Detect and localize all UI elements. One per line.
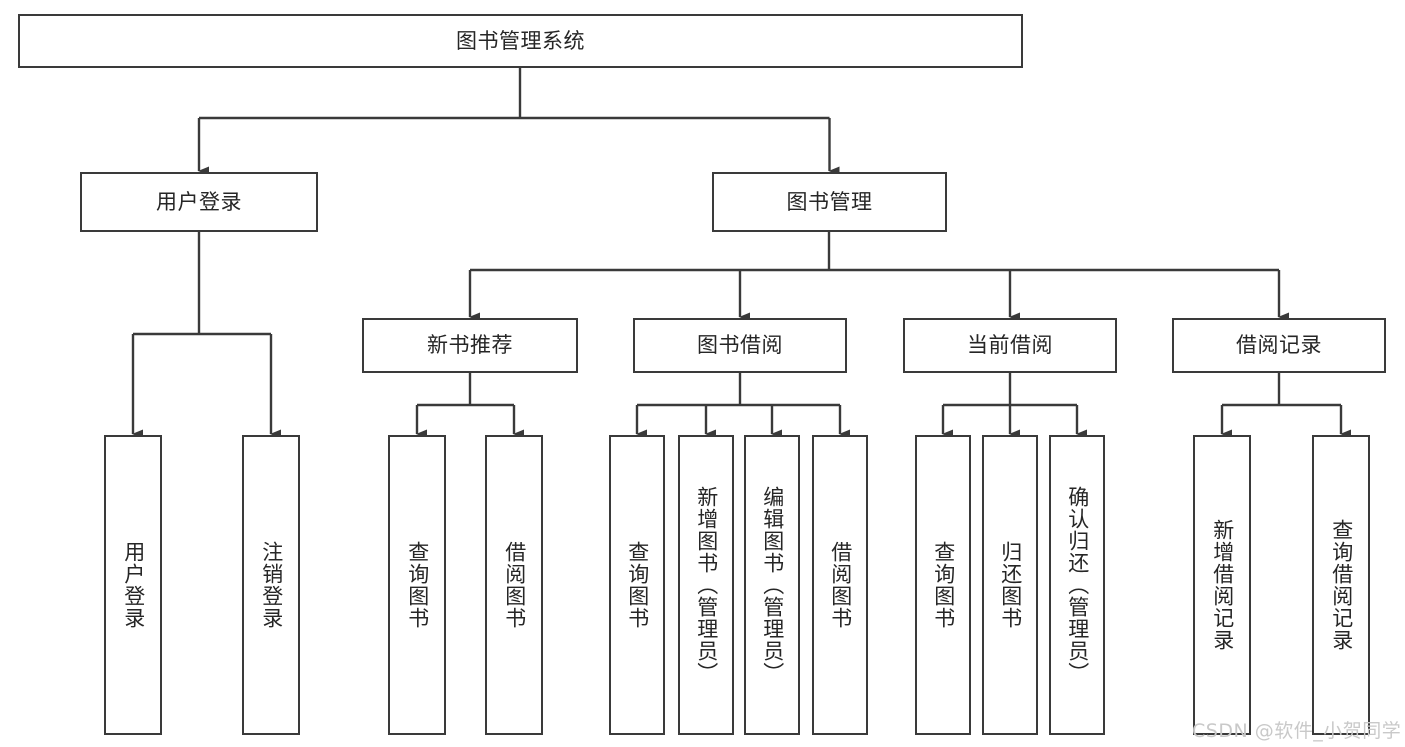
node-borrow-record[interactable]: 借阅记录 [1172,318,1386,373]
node-leaf-add-record[interactable]: 新增借阅记录 [1193,435,1251,735]
node-leaf-return-book[interactable]: 归还图书 [982,435,1038,735]
node-label: 当前借阅 [967,333,1053,358]
node-leaf-edit-book[interactable]: 编辑图书（管理员） [744,435,800,735]
node-leaf-user-logout[interactable]: 注销登录 [242,435,300,735]
node-label: 新书推荐 [427,333,513,358]
node-book-borrow[interactable]: 图书借阅 [633,318,847,373]
node-leaf-add-book[interactable]: 新增图书（管理员） [678,435,734,735]
node-leaf-query-book-current[interactable]: 查询图书 [915,435,971,735]
node-leaf-query-book-rec[interactable]: 查询图书 [388,435,446,735]
node-label: 图书管理 [786,189,873,214]
node-root[interactable]: 图书管理系统 [18,14,1023,68]
node-label: 图书管理系统 [456,28,585,53]
node-label: 图书借阅 [697,333,783,358]
node-label: 查询图书 [625,541,650,629]
node-label: 借阅图书 [502,541,527,629]
connector-lines [131,68,1351,439]
node-current-borrow[interactable]: 当前借阅 [903,318,1117,373]
node-leaf-user-login[interactable]: 用户登录 [104,435,162,735]
node-label: 注销登录 [259,541,284,629]
node-leaf-borrow-book-rec[interactable]: 借阅图书 [485,435,543,735]
node-user-login[interactable]: 用户登录 [80,172,318,232]
node-leaf-borrow-book[interactable]: 借阅图书 [812,435,868,735]
node-label: 新增借阅记录 [1210,519,1235,651]
node-label: 确认归还（管理员） [1065,486,1090,684]
node-label: 查询借阅记录 [1329,519,1354,651]
node-label: 借阅记录 [1236,333,1322,358]
node-label: 用户登录 [121,541,146,629]
node-label: 新增图书（管理员） [694,486,719,684]
node-label: 编辑图书（管理员） [760,486,785,684]
node-label: 用户登录 [156,189,242,214]
node-book-manage[interactable]: 图书管理 [712,172,947,232]
node-leaf-query-record[interactable]: 查询借阅记录 [1312,435,1370,735]
node-label: 查询图书 [931,541,956,629]
node-label: 查询图书 [405,541,430,629]
node-leaf-confirm-return[interactable]: 确认归还（管理员） [1049,435,1105,735]
node-leaf-query-book-borrow[interactable]: 查询图书 [609,435,665,735]
node-new-book-rec[interactable]: 新书推荐 [362,318,578,373]
node-label: 归还图书 [998,541,1023,629]
node-label: 借阅图书 [828,541,853,629]
